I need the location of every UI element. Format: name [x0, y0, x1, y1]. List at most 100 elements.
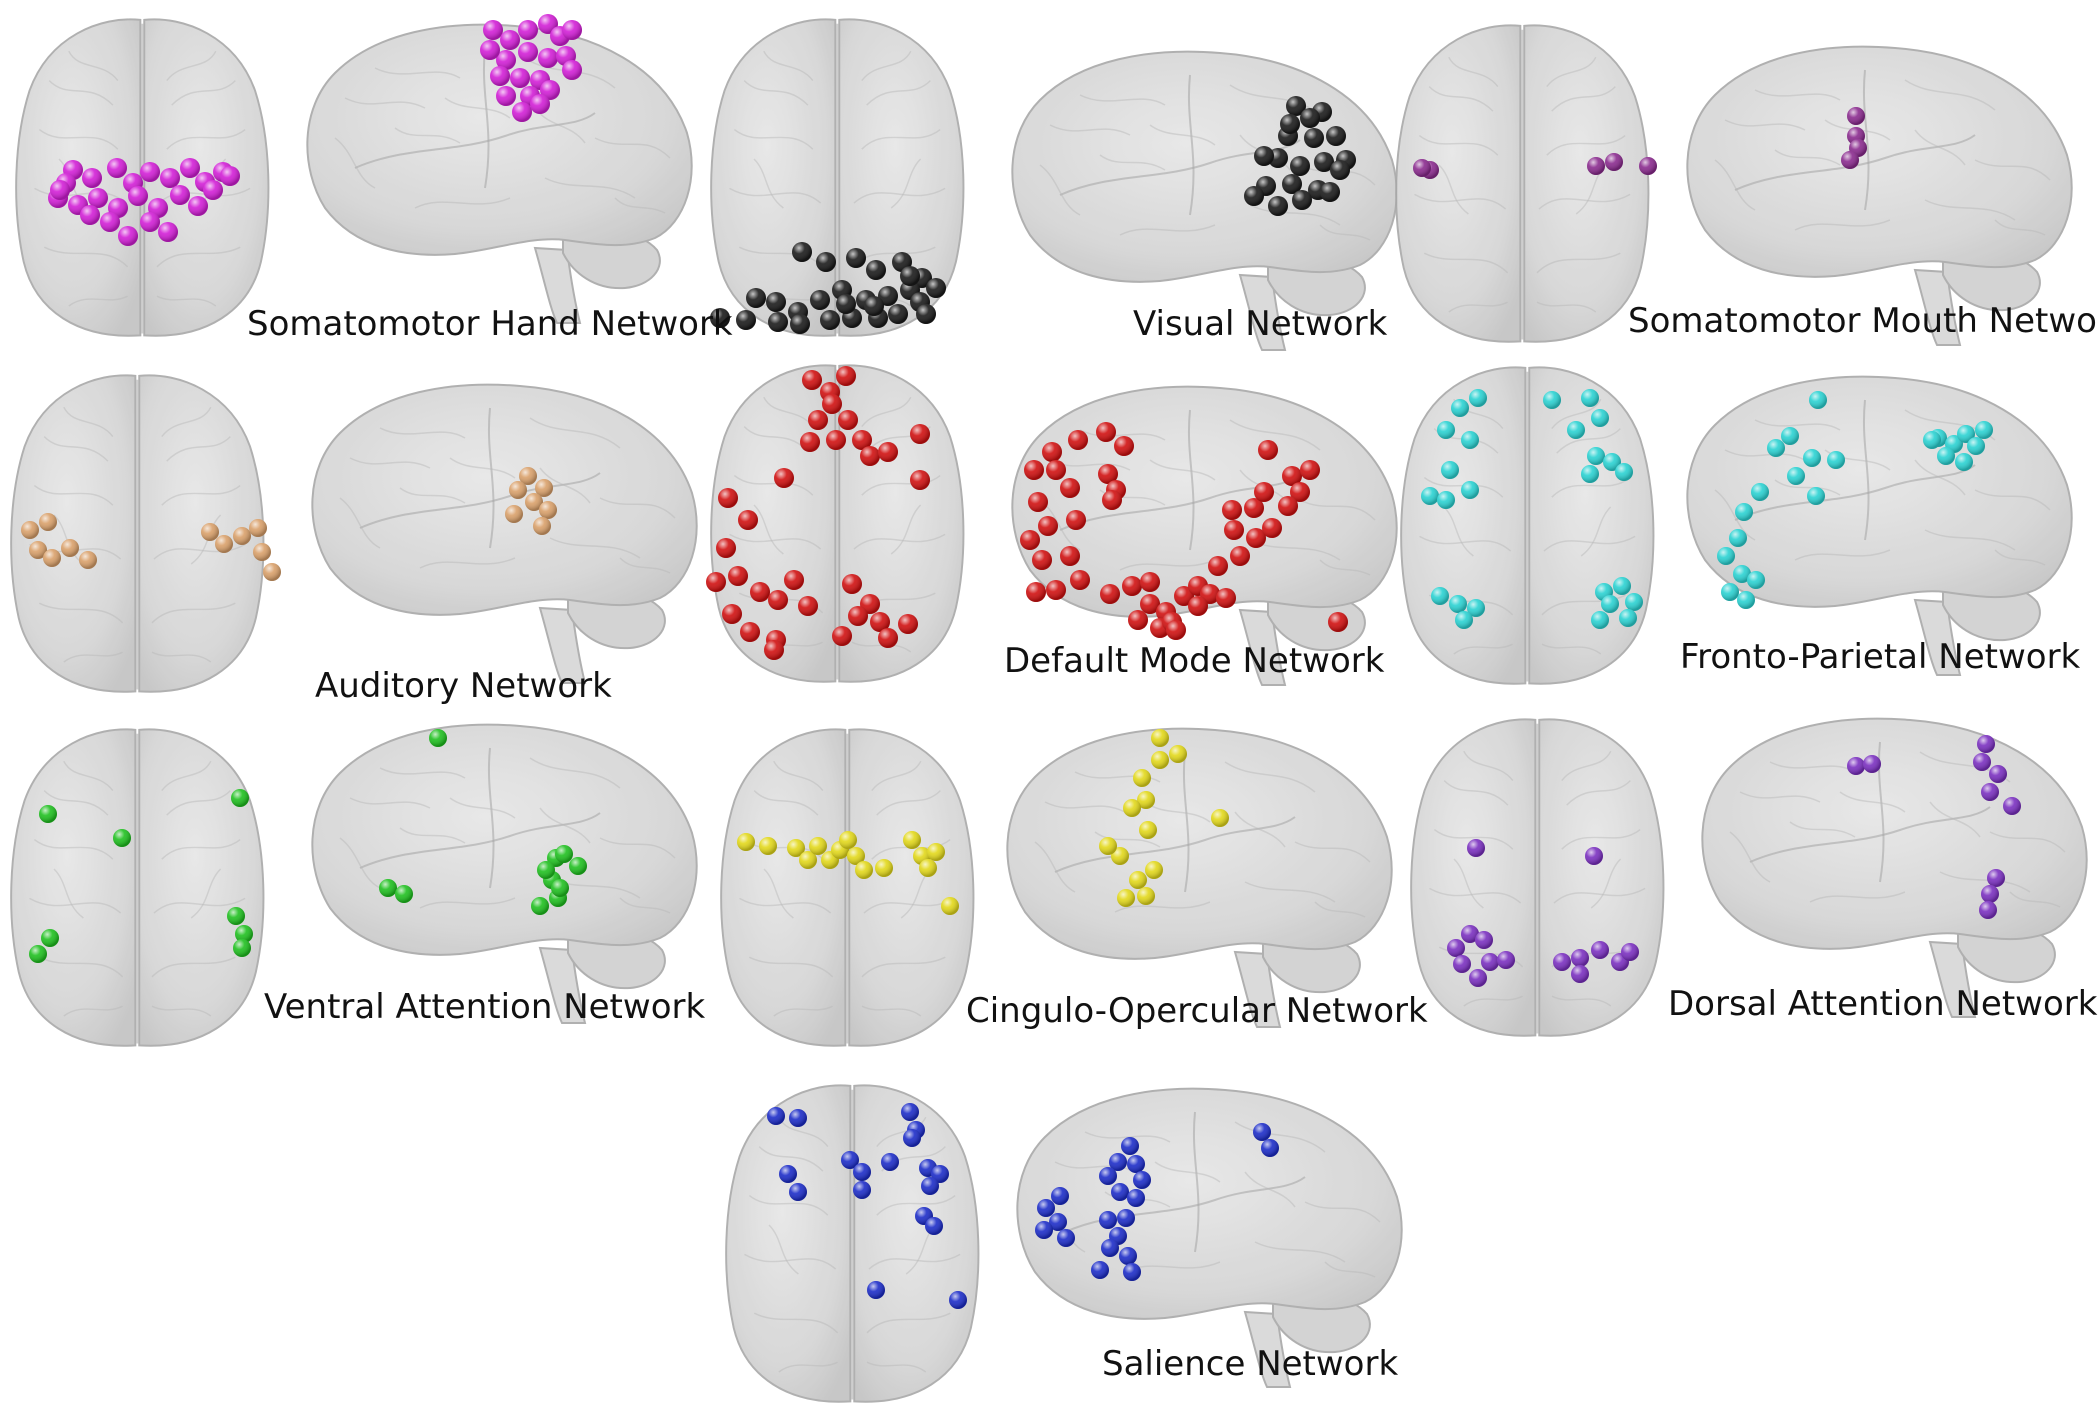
smm-node-8-shading — [1841, 151, 1859, 169]
smh-node-43-shading — [562, 60, 582, 80]
sal-node-15-shading — [867, 1281, 885, 1299]
dmn-node-0-shading — [802, 370, 822, 390]
dmn-node-38-shading — [1046, 460, 1066, 480]
dmn-node-16-shading — [750, 582, 770, 602]
dmn-node-62-shading — [1254, 482, 1274, 502]
fpn-node-2-shading — [1437, 421, 1455, 439]
smh-node-2-shading — [82, 168, 102, 188]
dmn-node-58-shading — [1230, 546, 1250, 566]
sal-node-22-shading — [1111, 1183, 1129, 1201]
fpn-node-47-shading — [1923, 431, 1941, 449]
fpn-node-18-shading — [1615, 463, 1633, 481]
smh-node-31-shading — [562, 20, 582, 40]
vis-node-7-shading — [878, 286, 898, 306]
fpn-node-25-shading — [1591, 611, 1609, 629]
brain-sagittal-dan — [1701, 717, 2088, 1018]
brain-axial-dan — [1410, 718, 1665, 1037]
dmn-node-29-shading — [848, 606, 868, 626]
dan-node-16-shading — [1863, 755, 1881, 773]
con-node-15-shading — [941, 897, 959, 915]
vis-node-27-shading — [900, 266, 920, 286]
van-node-8-shading — [429, 729, 447, 747]
dan-node-8-shading — [1469, 969, 1487, 987]
aud-node-5-shading — [79, 551, 97, 569]
aud-node-0-shading — [21, 521, 39, 539]
brain-axial-van — [10, 728, 265, 1047]
fpn-node-8-shading — [1431, 587, 1449, 605]
label-auditory-network: Auditory Network — [315, 666, 612, 706]
dmn-node-57-shading — [1208, 556, 1228, 576]
dmn-node-75-shading — [1216, 588, 1236, 608]
smh-node-19-shading — [188, 196, 208, 216]
fpn-node-28-shading — [1767, 439, 1785, 457]
sal-node-17-shading — [903, 1129, 921, 1147]
smh-node-34-shading — [538, 48, 558, 68]
brain-axial-aud — [10, 374, 265, 693]
fpn-node-26-shading — [1809, 391, 1827, 409]
sal-node-10-shading — [789, 1183, 807, 1201]
vis-node-19-shading — [888, 304, 908, 324]
fpn-node-31-shading — [1787, 467, 1805, 485]
aud-node-18-shading — [533, 517, 551, 535]
dan-node-11-shading — [1591, 941, 1609, 959]
fpn-node-0-shading — [1451, 399, 1469, 417]
vis-node-47-shading — [1280, 114, 1300, 134]
dan-node-9-shading — [1553, 953, 1571, 971]
dan-node-22-shading — [1987, 869, 2005, 887]
smh-node-10-shading — [203, 180, 223, 200]
dmn-node-6-shading — [852, 430, 872, 450]
brain-sagittal-con — [1006, 727, 1393, 1028]
label-default-mode-network: Default Mode Network — [1004, 641, 1385, 681]
fpn-node-35-shading — [1729, 529, 1747, 547]
sal-node-4-shading — [841, 1151, 859, 1169]
dmn-node-3-shading — [822, 394, 842, 414]
dan-node-23-shading — [1981, 885, 1999, 903]
aud-node-13-shading — [509, 481, 527, 499]
con-node-29-shading — [1099, 837, 1117, 855]
dmn-node-24-shading — [898, 614, 918, 634]
smh-node-41-shading — [540, 80, 560, 100]
dmn-node-23-shading — [870, 612, 890, 632]
dmn-node-73-shading — [1188, 596, 1208, 616]
label-ventral-attention-network: Ventral Attention Network — [264, 987, 705, 1027]
dan-node-14-shading — [1621, 943, 1639, 961]
con-node-7-shading — [839, 831, 857, 849]
aud-node-16-shading — [539, 501, 557, 519]
dmn-node-66-shading — [1278, 496, 1298, 516]
dmn-node-69-shading — [1140, 572, 1160, 592]
label-somatomotor-mouth-network: Somatomotor Mouth Network — [1628, 301, 2099, 341]
dmn-node-31-shading — [774, 468, 794, 488]
smm-node-2-shading — [1587, 157, 1605, 175]
vis-node-32-shading — [1326, 126, 1346, 146]
dmn-node-79-shading — [1328, 612, 1348, 632]
smm-node-4-shading — [1639, 157, 1657, 175]
dan-node-12-shading — [1571, 965, 1589, 983]
smh-node-21-shading — [140, 212, 160, 232]
sal-node-23-shading — [1133, 1171, 1151, 1189]
con-node-19-shading — [1133, 769, 1151, 787]
con-node-18-shading — [1151, 751, 1169, 769]
vis-node-46-shading — [1300, 108, 1320, 128]
label-cingulo-opercular-network: Cingulo-Opercular Network — [966, 991, 1428, 1031]
dmn-node-39-shading — [1024, 460, 1044, 480]
label-salience-network: Salience Network — [1102, 1344, 1398, 1384]
fpn-node-24-shading — [1619, 609, 1637, 627]
fpn-node-7-shading — [1437, 491, 1455, 509]
sal-node-9-shading — [779, 1165, 797, 1183]
smh-node-6-shading — [160, 168, 180, 188]
smh-node-5-shading — [140, 162, 160, 182]
van-node-12-shading — [569, 857, 587, 875]
dmn-node-67-shading — [1222, 500, 1242, 520]
sal-node-1-shading — [789, 1109, 807, 1127]
fpn-node-6-shading — [1461, 481, 1479, 499]
con-node-10-shading — [875, 859, 893, 877]
dmn-node-30-shading — [910, 470, 930, 490]
sal-node-35-shading — [1123, 1263, 1141, 1281]
dmn-node-28-shading — [784, 570, 804, 590]
dmn-node-41-shading — [1028, 492, 1048, 512]
fpn-node-17-shading — [1603, 453, 1621, 471]
dan-node-21-shading — [2003, 797, 2021, 815]
dmn-node-78-shading — [1258, 440, 1278, 460]
aud-node-11-shading — [263, 563, 281, 581]
con-node-14-shading — [919, 859, 937, 877]
